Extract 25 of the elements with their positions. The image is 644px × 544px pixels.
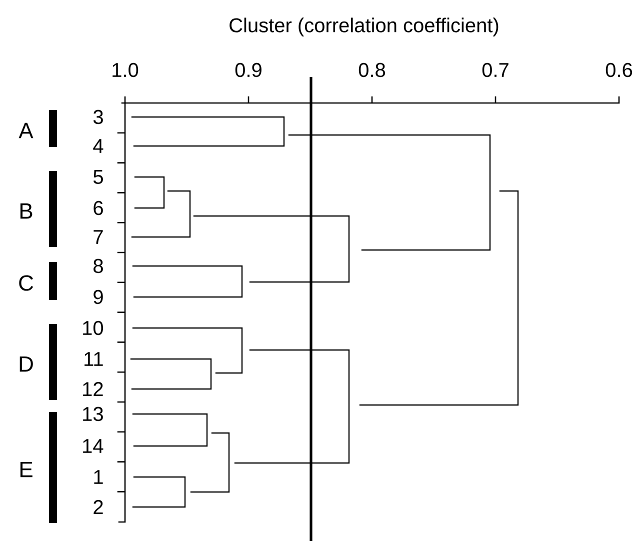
tick-label: 0.8 xyxy=(358,62,386,78)
leaf-label: 14 xyxy=(83,439,104,453)
leaf-label: 5 xyxy=(93,170,103,184)
leaf-label: 13 xyxy=(83,406,103,422)
tick-label: 1.0 xyxy=(112,62,138,78)
leaf-label: 8 xyxy=(94,258,103,274)
leaf-label: 6 xyxy=(94,200,103,216)
leaf-label: 3 xyxy=(93,110,103,124)
tick-label: 0.7 xyxy=(482,62,508,78)
leaf-label: 12 xyxy=(83,382,103,396)
group-label: E xyxy=(20,462,32,478)
tick-label: 0.6 xyxy=(606,62,632,78)
leaf-label: 7 xyxy=(94,230,103,244)
leaf-label: 9 xyxy=(94,290,103,304)
leaf-label: 1 xyxy=(94,470,103,484)
group-label: B xyxy=(20,203,32,219)
axis-title: Cluster (correlation coefficient) xyxy=(230,18,498,36)
leaf-label: 10 xyxy=(83,320,104,336)
leaf-label: 11 xyxy=(84,352,103,366)
tick-label: 0.9 xyxy=(235,62,262,78)
leaf-label: 4 xyxy=(93,139,104,153)
group-label: D xyxy=(20,356,33,372)
leaf-label: 2 xyxy=(94,500,103,514)
group-label: A xyxy=(18,122,34,138)
group-label: C xyxy=(19,275,34,291)
